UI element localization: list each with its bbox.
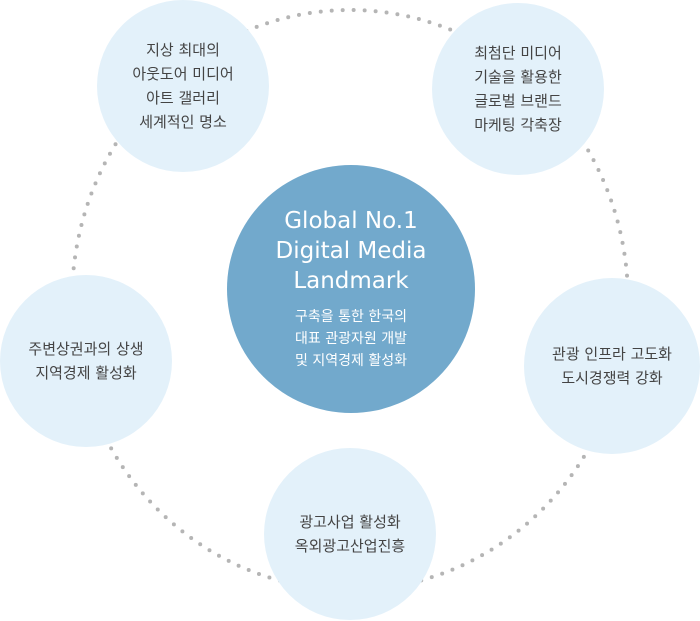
center-title: Global No.1 Digital Media Landmark xyxy=(276,206,427,296)
node-text: 아웃도어 미디어 xyxy=(132,65,234,83)
subtitle-line: 대표 관광자원 개발 xyxy=(295,331,407,347)
node-outdoor-gallery: 지상 최대의 아웃도어 미디어 아트 갤러리 세계적인 명소 xyxy=(97,0,269,172)
title-line: Digital Media xyxy=(275,238,427,264)
node-text: 지역경제 활성화 xyxy=(35,364,137,382)
node-text: 세계적인 명소 xyxy=(139,113,227,131)
node-text: 아트 갤러리 xyxy=(146,89,220,107)
node-text: 최첨단 미디어 xyxy=(474,44,562,62)
node-tourism-infra: 관광 인프라 고도화 도시경쟁력 강화 xyxy=(524,278,700,454)
center-circle: Global No.1 Digital Media Landmark 구축을 통… xyxy=(227,165,475,413)
node-text: 지상 최대의 xyxy=(146,41,220,59)
node-text: 마케팅 각축장 xyxy=(474,116,562,134)
node-text: 옥외광고산업진흥 xyxy=(294,537,406,555)
title-line: Global No.1 xyxy=(284,208,418,234)
node-text: 관광 인프라 고도화 xyxy=(552,345,672,363)
node-text: 기술을 활용한 xyxy=(474,68,562,86)
node-text: 주변상권과의 상생 xyxy=(28,340,144,358)
node-local-economy: 주변상권과의 상생 지역경제 활성화 xyxy=(0,275,172,447)
node-text: 광고사업 활성화 xyxy=(299,513,401,531)
subtitle-line: 구축을 통한 한국의 xyxy=(295,309,407,325)
subtitle-line: 및 지역경제 활성화 xyxy=(295,353,407,369)
node-global-brand: 최첨단 미디어 기술을 활용한 글로벌 브랜드 마케팅 각축장 xyxy=(432,3,604,175)
node-ad-industry: 광고사업 활성화 옥외광고산업진흥 xyxy=(264,448,436,620)
title-line: Landmark xyxy=(293,268,409,294)
node-text: 도시경쟁력 강화 xyxy=(561,369,663,387)
center-subtitle: 구축을 통한 한국의 대표 관광자원 개발 및 지역경제 활성화 xyxy=(295,306,407,372)
node-text: 글로벌 브랜드 xyxy=(474,92,562,110)
